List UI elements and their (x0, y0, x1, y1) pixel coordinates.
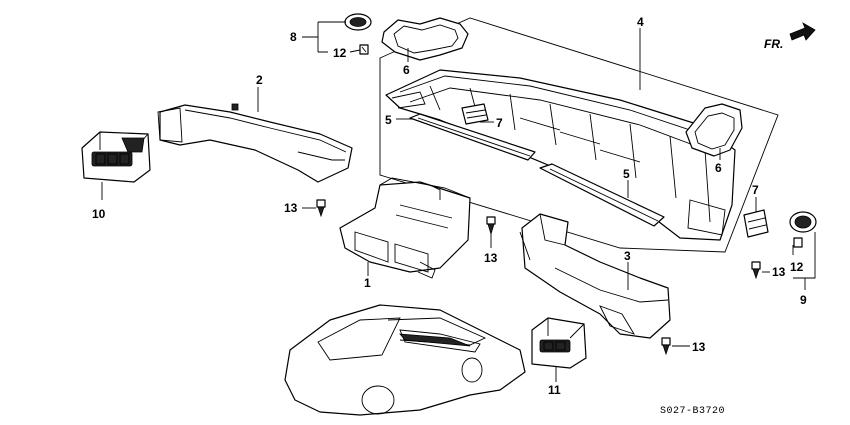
leader-8 (302, 21, 346, 53)
clip-12-right (793, 237, 803, 248)
grille-7-upper (461, 103, 489, 125)
label-11: 11 (548, 383, 561, 397)
label-12-upper: 12 (333, 46, 347, 60)
label-5-lower: 5 (623, 167, 630, 181)
label-1: 1 (364, 276, 371, 290)
screw-13-left (316, 199, 326, 218)
label-4: 4 (637, 15, 644, 29)
assembly-outline (379, 17, 779, 253)
direction-label: FR. (764, 37, 783, 51)
label-7-upper: 7 (496, 116, 503, 130)
side-vent-8 (344, 13, 372, 31)
grille-7-right (743, 209, 769, 238)
side-vent-9 (789, 211, 817, 233)
seal-6-right-inner (694, 112, 735, 150)
arrow-icon (789, 22, 816, 41)
left-vent-10 (81, 131, 151, 183)
label-6-left: 6 (403, 63, 410, 77)
screw-13-center (486, 216, 496, 236)
label-9: 9 (800, 293, 807, 307)
seal-6-left-inner (393, 24, 459, 54)
vent-strip-5-lower (539, 163, 665, 227)
label-13-right: 13 (772, 265, 786, 279)
label-5-upper: 5 (385, 113, 392, 127)
left-duct-2 (157, 103, 353, 183)
label-13-center: 13 (484, 251, 498, 265)
label-2: 2 (256, 73, 263, 87)
clip-12-upper (359, 44, 369, 55)
center-duct-1 (339, 177, 471, 279)
leader-9 (792, 232, 816, 290)
seal-6-left (381, 17, 469, 61)
screw-13-bottom (661, 337, 671, 356)
vent-strip-5-upper (409, 113, 536, 161)
label-13-left: 13 (284, 201, 298, 215)
diagram-code: S027-B3720 (660, 406, 725, 417)
right-duct-3 (519, 213, 671, 339)
front-direction-indicator: FR. (764, 22, 816, 51)
label-7-right: 7 (752, 183, 759, 197)
screw-13-right (751, 261, 761, 280)
label-8: 8 (290, 30, 297, 44)
label-6-right: 6 (715, 161, 722, 175)
seal-6-right (685, 103, 743, 157)
vent-11 (531, 317, 587, 369)
label-10: 10 (92, 207, 106, 221)
label-3: 3 (624, 249, 631, 263)
leader-12-upper (349, 49, 361, 53)
car-silhouette (284, 304, 526, 416)
label-13-bottom: 13 (692, 340, 706, 354)
label-12-right: 12 (790, 260, 804, 274)
